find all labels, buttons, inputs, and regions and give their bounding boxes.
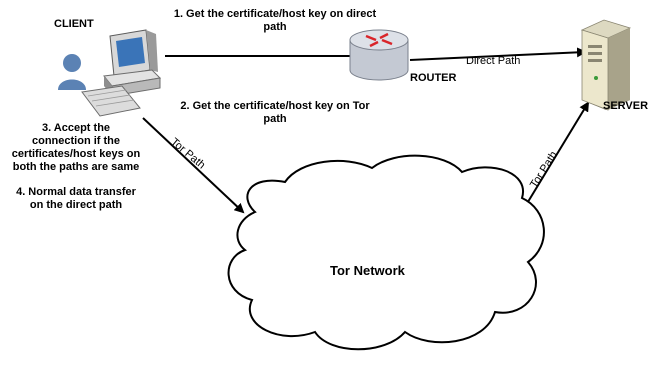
step-3-text: 3. Accept the connection if the certific…: [4, 122, 148, 174]
router-icon: [349, 29, 409, 81]
step-2-text: 2. Get the certificate/host key on Tor p…: [164, 100, 386, 126]
tor-network-cloud: [227, 154, 545, 351]
server-icon: [580, 19, 632, 111]
step-4-text: 4. Normal data transfer on the direct pa…: [4, 186, 148, 212]
client-label: CLIENT: [54, 18, 94, 30]
step-3-line-2: connection if the: [32, 135, 120, 147]
client-computer-icon: [81, 29, 162, 117]
server-label: SERVER: [603, 100, 649, 112]
step-1-text: 1. Get the certificate/host key on direc…: [160, 8, 390, 34]
router-label: ROUTER: [410, 72, 457, 84]
step-2-line-1: 2. Get the certificate/host key on Tor: [180, 100, 370, 112]
step-1-line-1: 1. Get the certificate/host key on direc…: [173, 8, 377, 20]
step-4-line-1: 4. Normal data transfer: [16, 186, 136, 198]
edge-tor-path-server: [519, 101, 590, 216]
step-2-line-2: path: [263, 113, 287, 125]
direct-path-label: Direct Path: [466, 55, 521, 67]
user-person-icon: [58, 54, 86, 90]
edge-direct-path: [409, 47, 587, 61]
step-3-line-4: both the paths are same: [12, 161, 140, 173]
step-3-line-3: certificates/host keys on: [11, 148, 141, 160]
step-4-line-2: on the direct path: [29, 199, 123, 211]
edge-tor-path-client: [142, 117, 245, 214]
step-1-line-2: path: [263, 21, 287, 33]
step-3-line-1: 3. Accept the: [41, 122, 111, 134]
tor-network-label: Tor Network: [330, 263, 405, 278]
